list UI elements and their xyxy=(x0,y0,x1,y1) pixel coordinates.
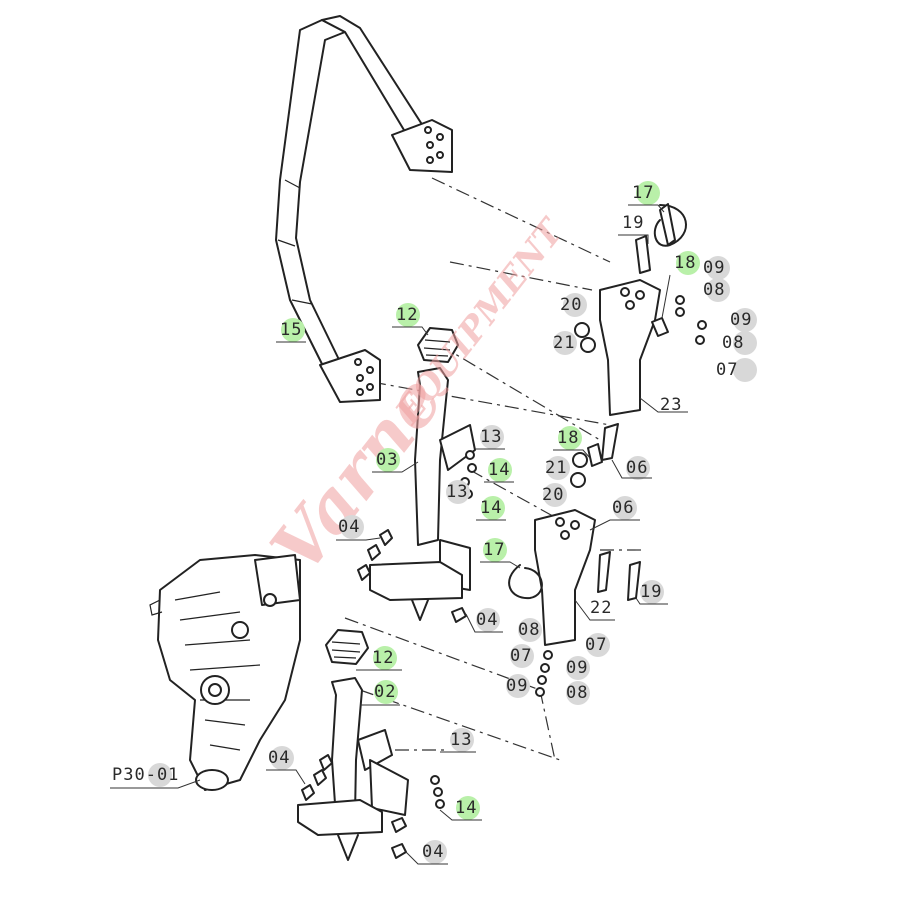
callout-highlight xyxy=(543,483,567,507)
callout-highlight xyxy=(546,456,570,480)
callout-13: 13 xyxy=(480,427,502,447)
callout-02: 02 xyxy=(374,682,396,702)
callout-09: 09 xyxy=(506,676,528,696)
callout-07: 07 xyxy=(716,360,738,380)
callout-18: 18 xyxy=(557,428,579,448)
callout-highlight xyxy=(510,644,534,668)
callout-highlight xyxy=(456,796,480,820)
callout-highlight xyxy=(733,358,757,382)
callout-17: 17 xyxy=(632,183,654,203)
callout-highlight xyxy=(626,456,650,480)
callout-15: 15 xyxy=(280,320,302,340)
bracket-23 xyxy=(599,203,687,416)
callout-20: 20 xyxy=(560,295,582,315)
callout-18: 18 xyxy=(674,253,696,273)
callout-08: 08 xyxy=(703,280,725,300)
callout-highlight xyxy=(480,425,504,449)
callout-14: 14 xyxy=(488,460,510,480)
callout-highlight xyxy=(148,763,172,787)
callout-04: 04 xyxy=(422,842,444,862)
callout-highlight xyxy=(733,308,757,332)
callout-highlight xyxy=(423,840,447,864)
callout-17: 17 xyxy=(483,540,505,560)
callout-04: 04 xyxy=(476,610,498,630)
callout-highlight xyxy=(450,728,474,752)
callout-highlight xyxy=(613,496,637,520)
callout-23: 23 xyxy=(660,395,682,415)
callout-07: 07 xyxy=(510,646,532,666)
callout-highlight xyxy=(640,580,664,604)
callout-09: 09 xyxy=(730,310,752,330)
callout-04: 04 xyxy=(268,748,290,768)
callout-highlight xyxy=(518,618,542,642)
callout-highlight xyxy=(396,303,420,327)
callout-highlight xyxy=(376,448,400,472)
rops-hoop xyxy=(275,15,453,403)
post-lower xyxy=(297,677,445,861)
transmission-housing xyxy=(149,554,301,791)
callout-highlight xyxy=(733,331,757,355)
callout-highlight xyxy=(566,656,590,680)
callout-highlight xyxy=(586,633,610,657)
callout-19: 19 xyxy=(622,213,644,233)
callout-highlight xyxy=(566,681,590,705)
callout-07: 07 xyxy=(585,635,607,655)
callout-13: 13 xyxy=(450,730,472,750)
callout-highlight xyxy=(476,608,500,632)
callout-03: 03 xyxy=(376,450,398,470)
assembly-lines xyxy=(344,177,645,761)
callout-14: 14 xyxy=(480,498,502,518)
callout-22: 22 xyxy=(590,598,612,618)
callout-highlight xyxy=(506,674,530,698)
callout-08: 08 xyxy=(566,683,588,703)
callout-20: 20 xyxy=(542,485,564,505)
callout-highlight xyxy=(340,515,364,539)
callout-P30-01: P30-01 xyxy=(112,765,179,785)
callout-highlight xyxy=(488,458,512,482)
callout-21: 21 xyxy=(553,333,575,353)
callout-12: 12 xyxy=(396,305,418,325)
callout-14: 14 xyxy=(455,798,477,818)
callout-highlight xyxy=(563,293,587,317)
callout-08: 08 xyxy=(518,620,540,640)
callout-09: 09 xyxy=(703,258,725,278)
callout-12: 12 xyxy=(372,648,394,668)
callouts: 17 19 18 09 08 09 08 07 20 21 15 12 23 xyxy=(110,181,757,865)
callout-highlight xyxy=(553,331,577,355)
callout-04: 04 xyxy=(338,517,360,537)
bracket-22 xyxy=(508,509,641,697)
callout-highlight xyxy=(676,251,700,275)
callout-highlight xyxy=(270,746,294,770)
hardware-upper-right xyxy=(460,295,707,499)
callout-highlight xyxy=(636,181,660,205)
callout-highlight xyxy=(706,278,730,302)
callout-06: 06 xyxy=(626,458,648,478)
callout-highlight xyxy=(281,318,305,342)
callout-09: 09 xyxy=(566,658,588,678)
callout-06: 06 xyxy=(612,498,634,518)
callout-highlight xyxy=(373,646,397,670)
callout-19: 19 xyxy=(640,582,662,602)
callout-highlight xyxy=(706,256,730,280)
rubber-pad-upper xyxy=(417,327,459,363)
callout-highlight xyxy=(481,496,505,520)
callout-highlight xyxy=(446,480,470,504)
callout-08: 08 xyxy=(722,333,744,353)
callout-13: 13 xyxy=(446,482,468,502)
rubber-pad-lower xyxy=(325,629,369,665)
post-upper xyxy=(357,367,476,623)
callout-21: 21 xyxy=(545,458,567,478)
callout-highlight xyxy=(558,426,582,450)
callout-highlight xyxy=(483,538,507,562)
callout-highlight xyxy=(374,680,398,704)
